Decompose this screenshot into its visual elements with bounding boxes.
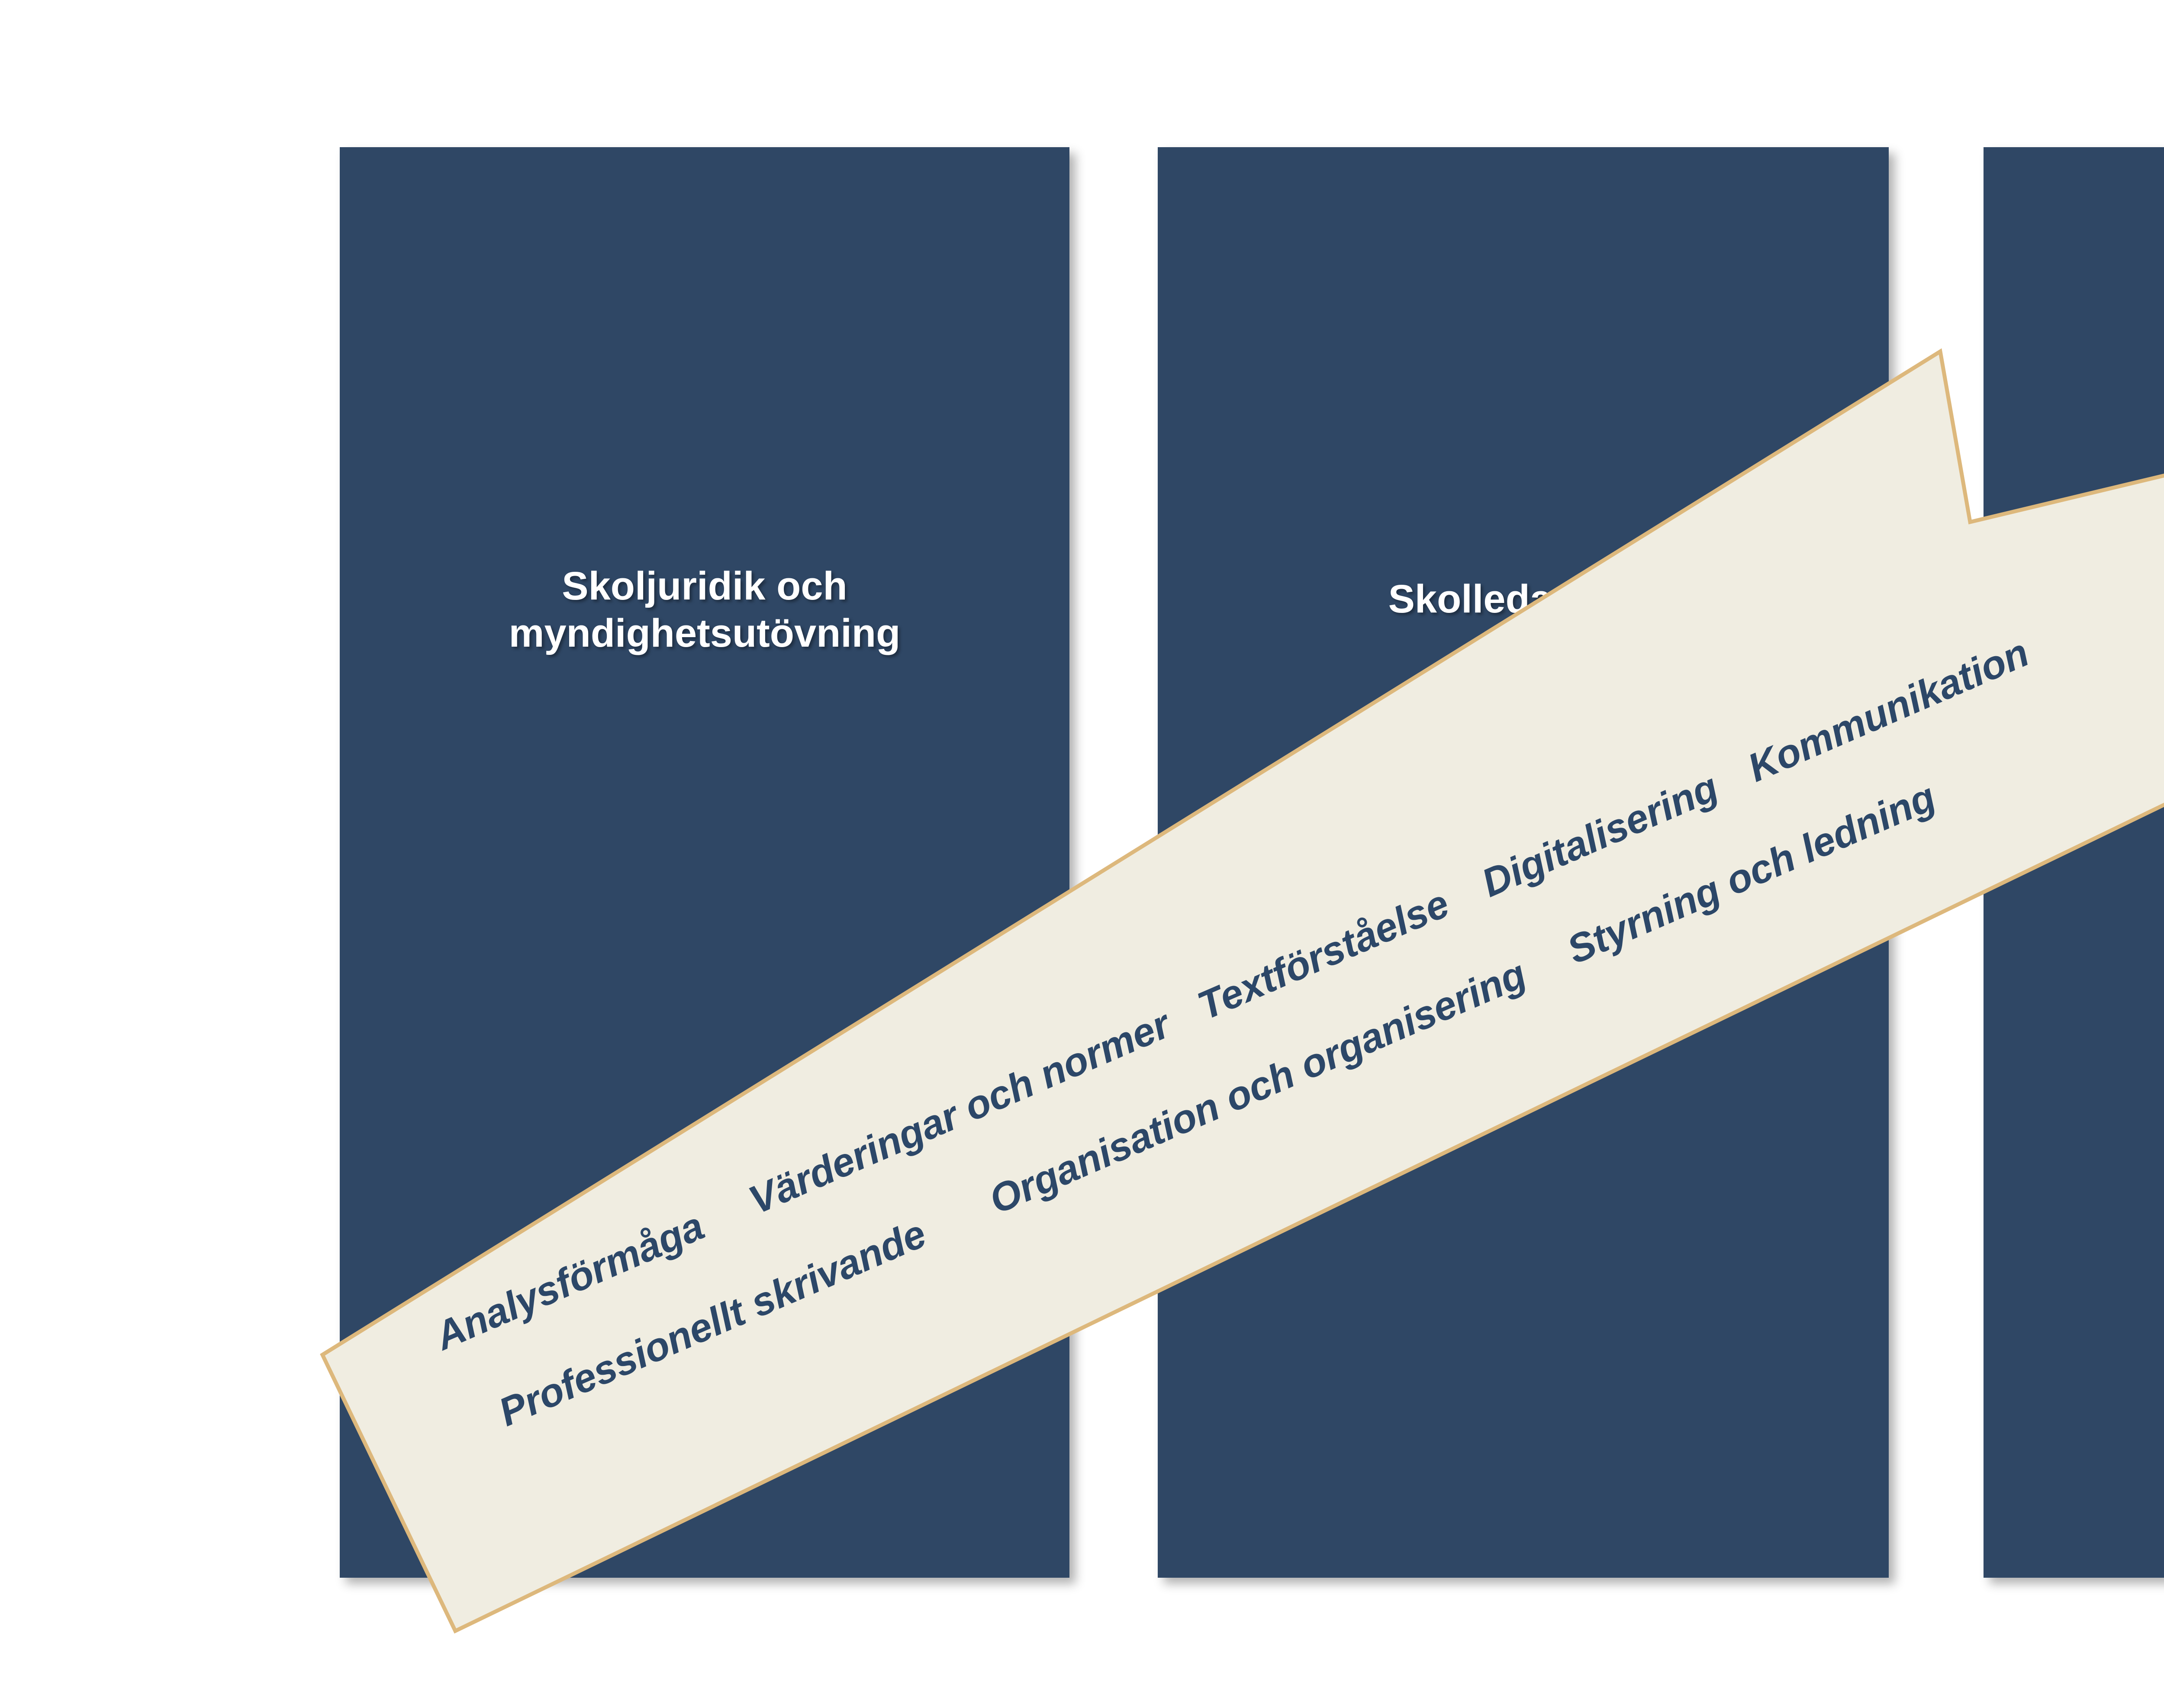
- pillar-styrning-organisering-kvalitet: Styrning, organisering och kvalitet: [1984, 147, 2164, 1578]
- pillar-label-skoljuridik: Skoljuridik och myndighetsutövning: [509, 564, 901, 655]
- pillar-skolledarskap: Skolledarskap: [1158, 147, 1889, 1578]
- pillar-label-skolledarskap: Skolledarskap: [1388, 577, 1658, 621]
- pillar-skoljuridik: Skoljuridik och myndighetsutövning: [340, 147, 1069, 1578]
